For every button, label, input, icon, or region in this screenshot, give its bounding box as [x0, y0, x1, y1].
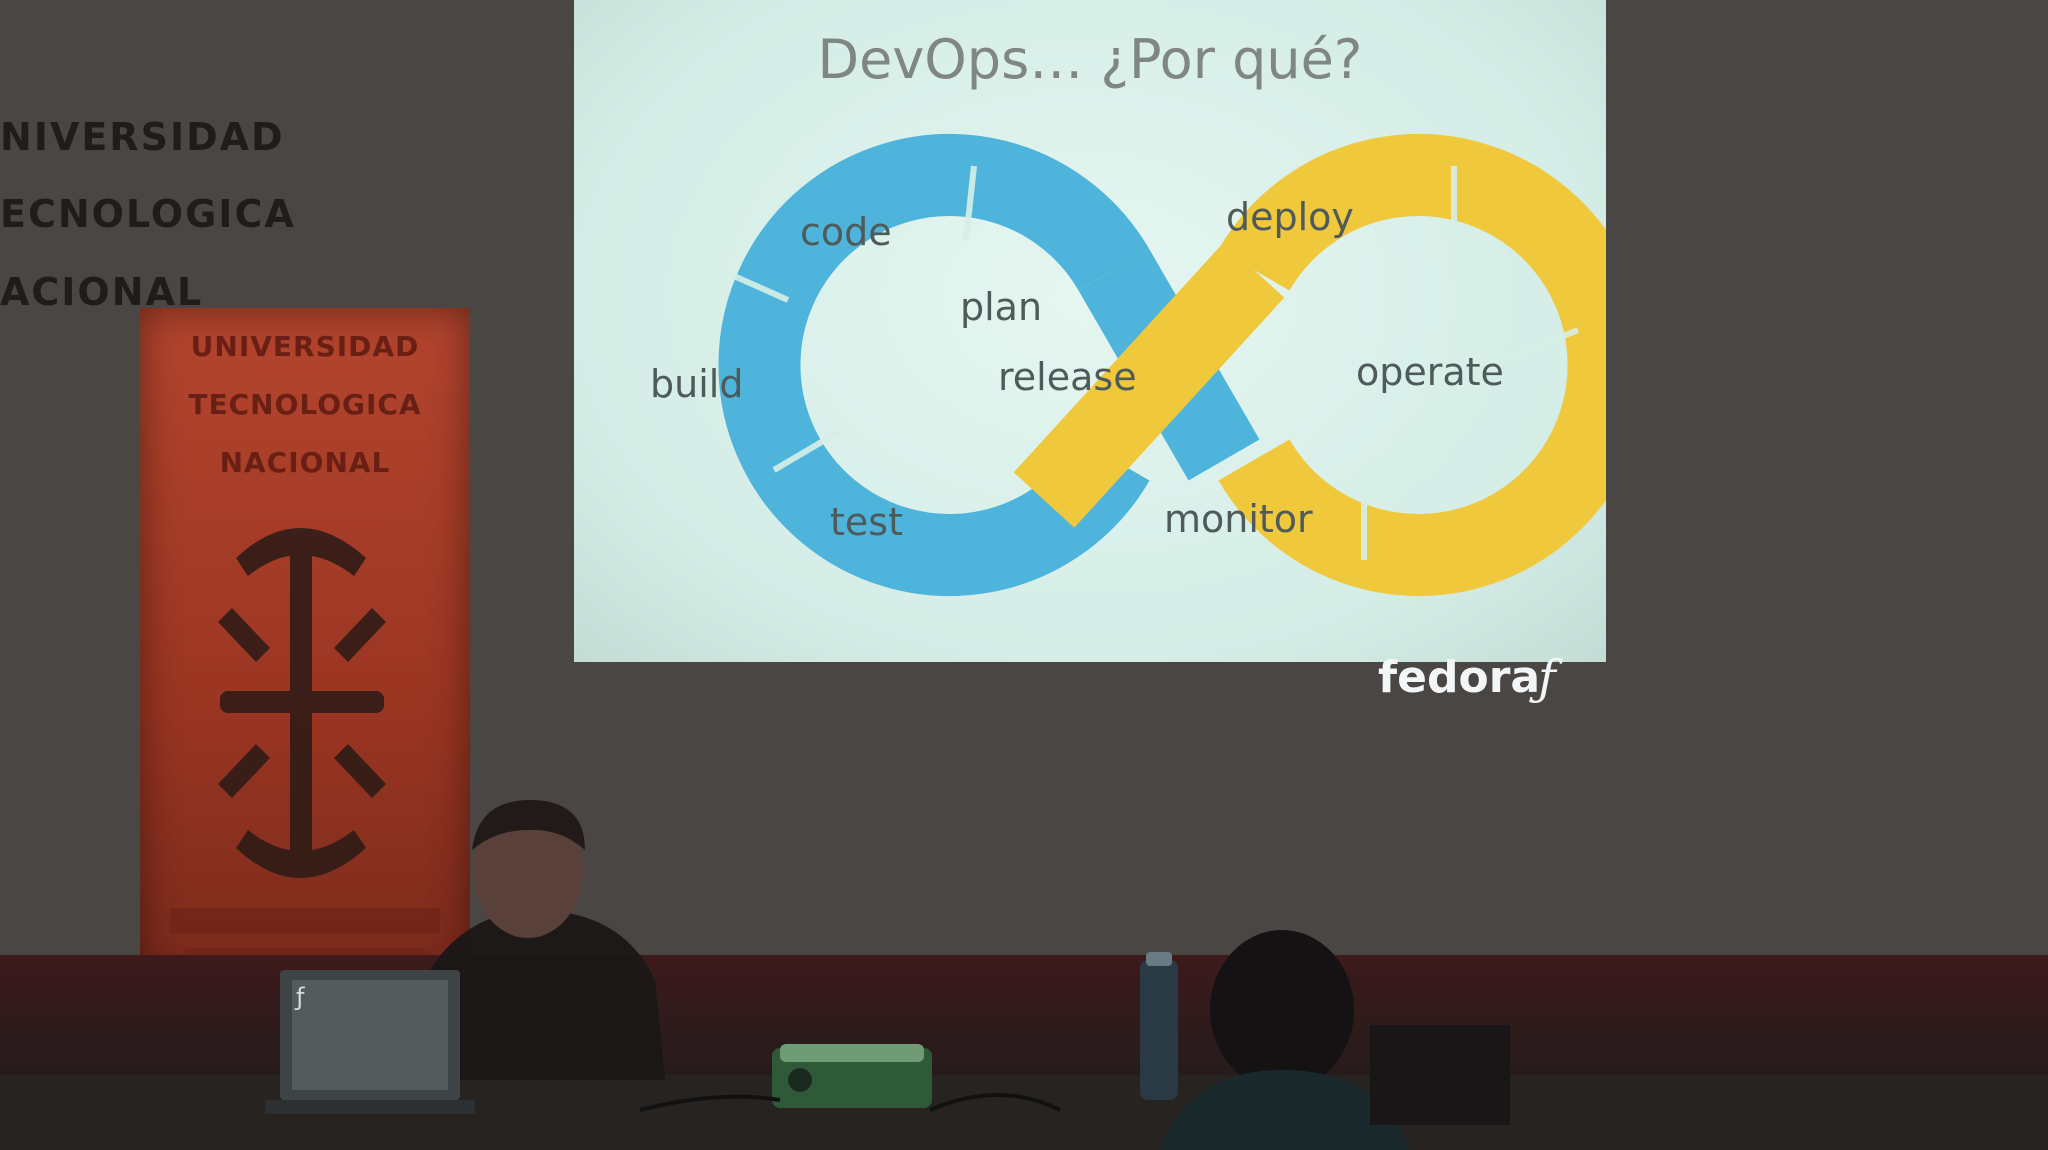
- svg-text:ƒ: ƒ: [294, 983, 305, 1011]
- audience-member: [1160, 930, 1410, 1150]
- banner-line-1: UNIVERSIDAD: [190, 330, 420, 363]
- label-release: release: [998, 355, 1137, 399]
- utn-logo-icon: [170, 528, 440, 966]
- water-bottle: [1140, 952, 1178, 1100]
- table-monitor: [1370, 1025, 1510, 1125]
- dev-loop: [718, 134, 1150, 596]
- label-test: test: [830, 500, 903, 544]
- ops-loop: [1218, 134, 1606, 596]
- label-monitor: monitor: [1164, 497, 1313, 541]
- wall-sign-line-3: ACIONAL: [0, 270, 204, 314]
- label-plan: plan: [960, 285, 1043, 329]
- slide-title: DevOps… ¿Por qué?: [817, 28, 1363, 91]
- projected-slide: DevOps… ¿Por qué? code plan build test r…: [574, 0, 1606, 662]
- fedora-logo-icon: ƒ: [1538, 650, 1556, 706]
- label-operate: operate: [1356, 350, 1504, 394]
- projector: [772, 1044, 932, 1108]
- label-code: code: [800, 210, 892, 254]
- banner-line-2: TECNOLOGICA: [188, 388, 422, 421]
- wall-sign-line-1: NIVERSIDAD: [0, 115, 285, 159]
- devops-infinity-diagram: [714, 134, 1606, 596]
- fedora-brand: fedora: [1378, 652, 1541, 703]
- banner-line-3: NACIONAL: [219, 446, 391, 479]
- presenter: [400, 800, 665, 1080]
- university-banner: UNIVERSIDAD TECNOLOGICA NACIONAL: [140, 308, 470, 978]
- ops-crossing: [1013, 242, 1285, 528]
- wall-sign-line-2: ECNOLOGICA: [0, 192, 296, 236]
- label-deploy: deploy: [1226, 195, 1354, 239]
- label-build: build: [650, 362, 744, 406]
- laptop: ƒ: [265, 970, 475, 1114]
